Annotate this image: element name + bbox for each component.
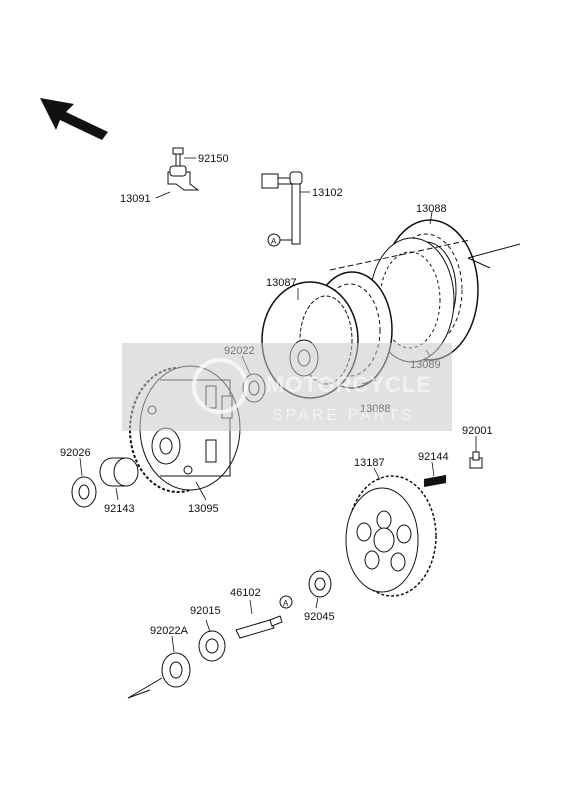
label-92144[interactable]: 92144: [418, 451, 449, 463]
label-92001[interactable]: 92001: [462, 425, 493, 437]
bearing-92045[interactable]: [308, 570, 332, 598]
spring-92144[interactable]: [423, 475, 447, 487]
label-92022A[interactable]: 92022A: [150, 625, 189, 637]
leader-lines: [79, 157, 477, 653]
bolt-92001[interactable]: [469, 451, 483, 469]
label-13088-top[interactable]: 13088: [416, 203, 447, 215]
label-46102[interactable]: 46102: [230, 587, 261, 599]
bolt-92150[interactable]: [172, 147, 184, 167]
pressure-plate-13187[interactable]: [345, 475, 437, 597]
label-92026[interactable]: 92026: [60, 447, 91, 459]
ref-marker-a: A: [271, 237, 277, 246]
watermark-line2: SPARE PARTS: [272, 407, 414, 424]
nut-92015[interactable]: [198, 630, 226, 662]
label-13187[interactable]: 13187: [354, 457, 385, 469]
label-13102[interactable]: 13102: [312, 187, 343, 199]
watermark: MOTORCYCLE SPARE PARTS: [122, 343, 452, 431]
label-13087[interactable]: 13087: [266, 277, 297, 289]
label-92015[interactable]: 92015: [190, 605, 221, 617]
rod-46102[interactable]: A: [235, 595, 293, 639]
washer-92026[interactable]: [71, 476, 97, 508]
collar-92143[interactable]: [99, 457, 139, 487]
label-13095[interactable]: 13095: [188, 503, 219, 515]
label-92150[interactable]: 92150: [198, 153, 229, 165]
ref-marker-a-lower: A: [283, 599, 289, 608]
watermark-line1: MOTORCYCLE: [266, 372, 432, 397]
label-92143[interactable]: 92143: [104, 503, 135, 515]
label-13091[interactable]: 13091: [120, 193, 151, 205]
washer-92022A[interactable]: [161, 652, 191, 688]
push-rod-13102[interactable]: A: [261, 171, 303, 247]
clamp-13091[interactable]: [167, 165, 200, 191]
label-92045[interactable]: 92045: [304, 611, 335, 623]
direction-arrow-icon: [40, 98, 108, 140]
